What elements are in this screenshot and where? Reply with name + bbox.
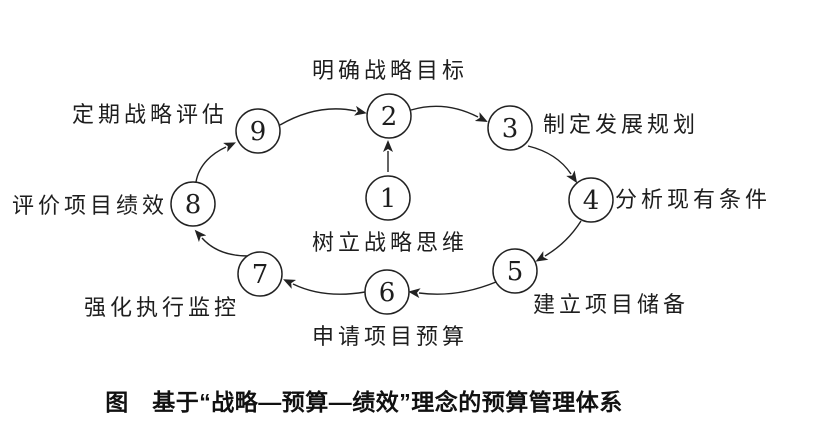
node-6-label: 申请项目预算 [312, 325, 468, 350]
arrow-7-to-8 [194, 229, 249, 257]
node-7-label: 强化执行监控 [84, 296, 240, 321]
node-2: 2 [366, 93, 412, 139]
node-5-circle [492, 248, 538, 294]
node-6-number: 6 [379, 278, 396, 308]
node-4-label: 分析现有条件 [615, 188, 771, 213]
node-6-circle [364, 269, 410, 315]
node-9-number: 9 [250, 117, 267, 147]
node-8: 8 [170, 181, 216, 227]
node-9-label: 定期战略评估 [72, 103, 228, 128]
arrow-9-to-2 [279, 105, 367, 126]
node-1-circle [365, 175, 411, 221]
node-6: 6 [364, 269, 410, 315]
node-4-number: 4 [583, 186, 600, 216]
node-9-circle [235, 108, 281, 154]
node-1-number: 1 [380, 184, 397, 214]
node-3-label: 制定发展规划 [543, 113, 699, 138]
node-7: 7 [237, 251, 283, 297]
node-7-number: 7 [252, 260, 269, 290]
node-3-number: 3 [502, 114, 519, 144]
node-5-label: 建立项目储备 [533, 293, 689, 318]
node-5-number: 5 [507, 257, 524, 287]
node-2-number: 2 [381, 102, 398, 132]
node-9: 9 [235, 108, 281, 154]
node-1: 1 [365, 175, 411, 221]
arrow-2-to-3 [410, 105, 488, 123]
node-5: 5 [492, 248, 538, 294]
arrow-3-to-4 [527, 145, 578, 184]
node-8-circle [170, 181, 216, 227]
node-7-circle [237, 251, 283, 297]
node-8-label: 评价项目绩效 [12, 194, 168, 219]
node-3-circle [487, 105, 533, 151]
node-8-number: 8 [185, 190, 202, 220]
node-1-label: 树立战略思维 [312, 231, 468, 256]
arrow-6-to-7 [283, 279, 366, 295]
arrow-4-to-5 [535, 220, 582, 262]
node-4-circle [568, 177, 614, 223]
node-3: 3 [487, 105, 533, 151]
arrow-8-to-9 [195, 142, 236, 183]
node-2-circle [366, 93, 412, 139]
cycle-diagram: 1 2 3 4 5 6 7 8 [12, 59, 771, 350]
node-4: 4 [568, 177, 614, 223]
figure-caption: 图 基于“战略—预算—绩效”理念的预算管理体系 [105, 389, 623, 415]
node-2-label: 明确战略目标 [312, 59, 468, 84]
arrow-5-to-6 [408, 281, 497, 299]
